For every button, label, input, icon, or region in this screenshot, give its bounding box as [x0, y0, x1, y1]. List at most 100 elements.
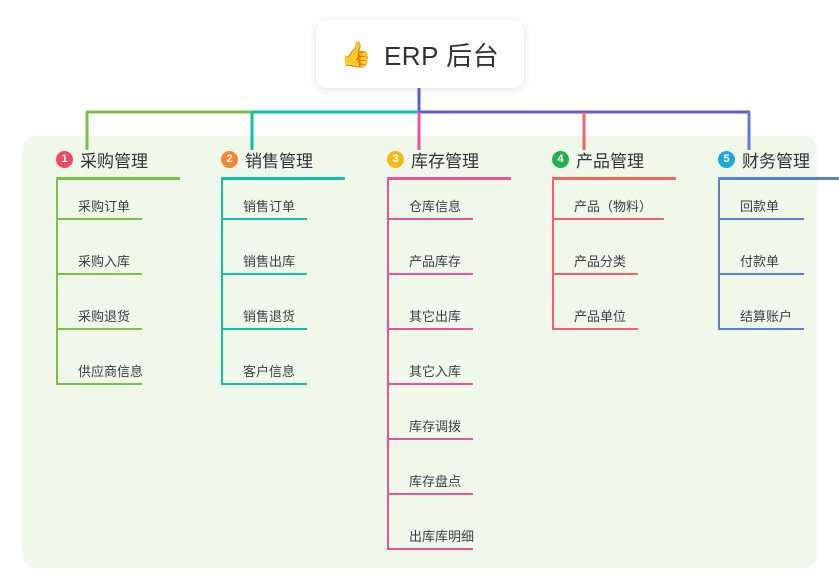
branch-header-2[interactable]: 2 销售管理: [203, 146, 363, 172]
leaf-rule: [221, 328, 307, 330]
leaf-rule: [56, 218, 142, 220]
leaf-item[interactable]: 供应商信息: [56, 345, 198, 400]
leaf-label: 采购退货: [78, 309, 131, 324]
leaf-item[interactable]: 付款单: [718, 235, 839, 290]
leaf-rule: [221, 273, 307, 275]
branch-title-5: 财务管理: [742, 151, 810, 171]
leaf-item[interactable]: 其它出库: [387, 290, 529, 345]
branch-column-5: 5 财务管理 回款单 付款单 结算账户: [700, 146, 839, 345]
branch-spine-1: [56, 180, 58, 385]
leaf-item[interactable]: 结算账户: [718, 290, 839, 345]
root-title: ERP 后台: [383, 40, 500, 71]
leaf-label: 出库库明细: [409, 529, 475, 544]
branch-badge-4: 4: [552, 150, 569, 168]
leaf-rule: [387, 328, 473, 330]
branch-rule-1: [56, 177, 180, 180]
leaf-rule: [387, 548, 473, 550]
leaf-rule: [718, 218, 804, 220]
branch-spine-3: [387, 180, 389, 550]
leaf-item[interactable]: 库存调拨: [387, 400, 529, 455]
leaf-rule: [718, 328, 804, 330]
leaf-rule: [221, 218, 307, 220]
branch-children-5: 回款单 付款单 结算账户: [718, 180, 839, 345]
leaf-label: 其它出库: [409, 309, 462, 324]
root-node[interactable]: 👍 ERP 后台: [316, 20, 524, 88]
leaf-label: 采购订单: [78, 199, 131, 214]
leaf-item[interactable]: 产品（物料）: [552, 180, 694, 235]
leaf-label: 供应商信息: [78, 364, 144, 379]
branch-title-4: 产品管理: [576, 151, 644, 171]
leaf-item[interactable]: 采购退货: [56, 290, 198, 345]
branch-header-3[interactable]: 3 库存管理: [369, 146, 529, 172]
leaf-label: 库存调拨: [409, 419, 462, 434]
leaf-rule: [387, 273, 473, 275]
leaf-rule: [56, 273, 142, 275]
branch-spine-2: [221, 180, 223, 385]
leaf-item[interactable]: 出库库明细: [387, 510, 529, 565]
leaf-label: 产品库存: [409, 254, 462, 269]
leaf-item[interactable]: 客户信息: [221, 345, 363, 400]
leaf-label: 销售订单: [243, 199, 296, 214]
branch-column-1: 1 采购管理 采购订单 采购入库 采购退货 供应商信息: [38, 146, 198, 400]
leaf-label: 产品（物料）: [574, 199, 653, 214]
leaf-rule: [387, 493, 473, 495]
leaf-label: 产品单位: [574, 309, 627, 324]
leaf-rule: [552, 328, 638, 330]
leaf-item[interactable]: 回款单: [718, 180, 839, 235]
leaf-rule: [552, 273, 638, 275]
leaf-label: 其它入库: [409, 364, 462, 379]
leaf-label: 产品分类: [574, 254, 627, 269]
leaf-item[interactable]: 其它入库: [387, 345, 529, 400]
leaf-label: 销售出库: [243, 254, 296, 269]
leaf-rule: [387, 383, 473, 385]
branch-title-2: 销售管理: [245, 151, 313, 171]
branch-header-5[interactable]: 5 财务管理: [700, 146, 839, 172]
leaf-label: 客户信息: [243, 364, 296, 379]
branch-children-1: 采购订单 采购入库 采购退货 供应商信息: [56, 180, 198, 400]
branch-rule-3: [387, 177, 511, 180]
thumbs-up-icon: 👍: [340, 40, 372, 69]
leaf-item[interactable]: 采购订单: [56, 180, 198, 235]
branch-badge-2: 2: [221, 150, 238, 168]
leaf-item[interactable]: 产品分类: [552, 235, 694, 290]
leaf-label: 结算账户: [740, 309, 793, 324]
branch-children-2: 销售订单 销售出库 销售退货 客户信息: [221, 180, 363, 400]
leaf-label: 销售退货: [243, 309, 296, 324]
leaf-label: 付款单: [740, 254, 780, 269]
leaf-item[interactable]: 采购入库: [56, 235, 198, 290]
branch-column-4: 4 产品管理 产品（物料） 产品分类 产品单位: [534, 146, 694, 345]
branch-header-4[interactable]: 4 产品管理: [534, 146, 694, 172]
content-panel: [22, 136, 817, 568]
leaf-item[interactable]: 销售出库: [221, 235, 363, 290]
branch-title-3: 库存管理: [411, 151, 479, 171]
branch-spine-5: [718, 180, 720, 330]
branch-children-4: 产品（物料） 产品分类 产品单位: [552, 180, 694, 345]
leaf-item[interactable]: 库存盘点: [387, 455, 529, 510]
leaf-rule: [387, 438, 473, 440]
leaf-rule: [56, 383, 142, 385]
leaf-rule: [387, 218, 473, 220]
branch-title-1: 采购管理: [80, 151, 148, 171]
branch-badge-1: 1: [56, 150, 73, 168]
branch-column-2: 2 销售管理 销售订单 销售出库 销售退货 客户信息: [203, 146, 363, 400]
leaf-item[interactable]: 产品库存: [387, 235, 529, 290]
leaf-rule: [552, 218, 664, 220]
leaf-rule: [221, 383, 307, 385]
leaf-label: 仓库信息: [409, 199, 462, 214]
leaf-item[interactable]: 销售退货: [221, 290, 363, 345]
leaf-label: 采购入库: [78, 254, 131, 269]
leaf-item[interactable]: 销售订单: [221, 180, 363, 235]
branch-badge-5: 5: [718, 150, 735, 168]
leaf-label: 回款单: [740, 199, 780, 214]
leaf-item[interactable]: 仓库信息: [387, 180, 529, 235]
branch-rule-4: [552, 177, 676, 180]
branch-children-3: 仓库信息 产品库存 其它出库 其它入库 库存调拨 库存盘点: [387, 180, 529, 565]
leaf-rule: [56, 328, 142, 330]
branch-column-3: 3 库存管理 仓库信息 产品库存 其它出库 其它入库 库存调拨: [369, 146, 529, 565]
branch-header-1[interactable]: 1 采购管理: [38, 146, 198, 172]
branch-badge-3: 3: [387, 150, 404, 168]
leaf-item[interactable]: 产品单位: [552, 290, 694, 345]
branch-rule-2: [221, 177, 345, 180]
leaf-rule: [718, 273, 804, 275]
